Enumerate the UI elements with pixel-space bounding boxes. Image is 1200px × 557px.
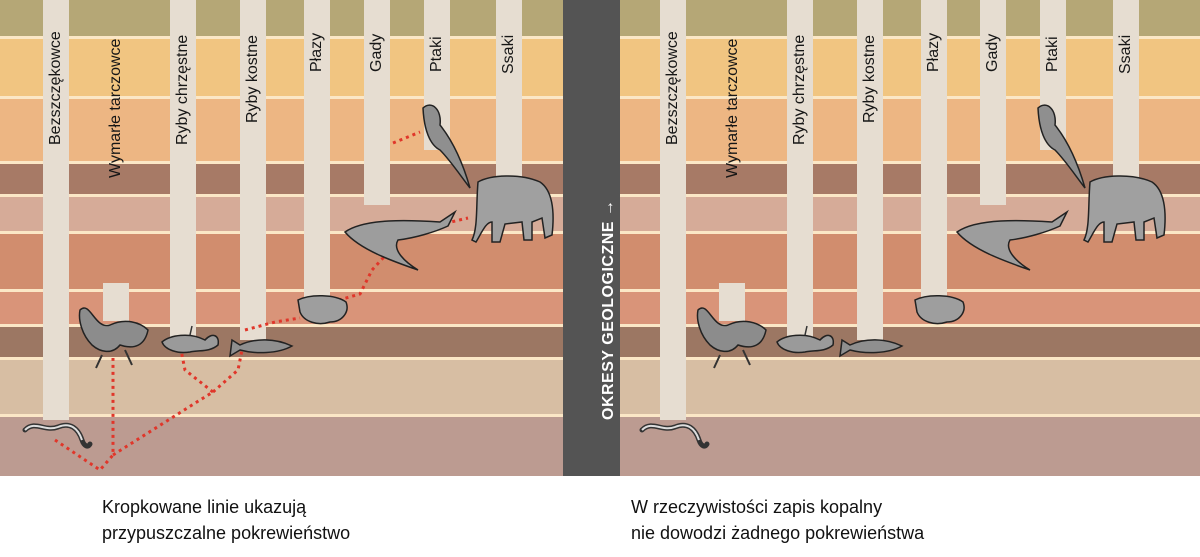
stratum-9 (620, 358, 1200, 415)
salmon-icon (839, 338, 904, 358)
stratum-seam (0, 357, 563, 360)
placoderm-icon (696, 307, 767, 369)
column-plazy (304, 0, 330, 297)
left-panel-hypothesized: Bezszczękowce Wymarłe tarczowce Ryby chr… (0, 0, 563, 476)
column-bezszczekowce (43, 0, 69, 420)
stratum-seam (0, 36, 563, 39)
stratum-seam (620, 357, 1200, 360)
eel-icon (22, 422, 93, 449)
column-gady (364, 0, 390, 205)
stratum-seam (0, 231, 563, 234)
parrot-icon (1037, 104, 1086, 189)
caption-right: W rzeczywistości zapis kopalny nie dowod… (631, 494, 924, 546)
column-ryby-chrzestne (787, 0, 813, 340)
caption-left-line1: Kropkowane linie ukazują (102, 497, 307, 517)
salmon-icon (229, 338, 294, 358)
stratum-10 (620, 415, 1200, 476)
stratum-seam (0, 289, 563, 292)
stratum-seam (0, 194, 563, 197)
caption-left: Kropkowane linie ukazują przypuszczalne … (102, 494, 350, 546)
eel-icon (639, 422, 710, 449)
column-bezszczekowce (660, 0, 686, 420)
column-plazy (921, 0, 947, 297)
stratum-6 (0, 232, 563, 290)
column-wymarle-tarczowce (719, 283, 745, 321)
stratum-10 (0, 415, 563, 476)
stratum-seam (620, 231, 1200, 234)
caption-left-line2: przypuszczalne pokrewieństwo (102, 523, 351, 543)
caption-right-line1: W rzeczywistości zapis kopalny (631, 497, 883, 517)
geological-periods-axis: OKRESY GEOLOGICZNE → (563, 0, 620, 476)
right-panel-fossil-record: Bezszczękowce Wymarłe tarczowce Ryby chr… (620, 0, 1200, 476)
stratum-1 (620, 0, 1200, 37)
frog-icon (297, 295, 348, 325)
column-gady (980, 0, 1006, 205)
stratum-seam (0, 414, 563, 417)
stratum-seam (0, 96, 563, 99)
column-ssaki (496, 0, 522, 180)
stratum-seam (620, 96, 1200, 99)
shark-icon (776, 325, 835, 354)
elephant-icon (1082, 175, 1166, 243)
left-illustrations (22, 104, 554, 472)
stratum-3 (0, 97, 563, 162)
stratum-2 (620, 37, 1200, 97)
shark-icon (161, 325, 220, 354)
stratum-seam (620, 289, 1200, 292)
placoderm-icon (78, 307, 149, 369)
caption-right-line2: nie dowodzi żadnego pokrewieństwa (631, 523, 925, 543)
stratum-seam (620, 324, 1200, 327)
stratum-3 (620, 97, 1200, 162)
column-ssaki (1113, 0, 1139, 180)
stratum-4 (0, 162, 563, 195)
dotted-relationship-lines (54, 130, 469, 472)
stratum-seam (620, 194, 1200, 197)
stratum-seam (620, 161, 1200, 164)
stratum-2 (0, 37, 563, 97)
frog-icon (914, 295, 965, 325)
column-ryby-kostne (857, 0, 883, 340)
stratum-seam (620, 36, 1200, 39)
crocodile-icon (343, 209, 457, 271)
crocodile-icon (955, 209, 1069, 271)
stratum-7 (620, 290, 1200, 325)
stratum-seam (0, 324, 563, 327)
elephant-icon (470, 175, 554, 243)
stratum-seam (620, 414, 1200, 417)
column-wymarle-tarczowce (103, 283, 129, 321)
stratum-9 (0, 358, 563, 415)
column-ryby-kostne (240, 0, 266, 340)
stratum-5 (0, 195, 563, 232)
stratum-1 (0, 0, 563, 37)
parrot-icon (422, 104, 471, 189)
geological-periods-label: OKRESY GEOLOGICZNE → (600, 199, 617, 420)
right-illustrations (639, 104, 1166, 449)
column-ryby-chrzestne (170, 0, 196, 340)
stratum-seam (0, 161, 563, 164)
